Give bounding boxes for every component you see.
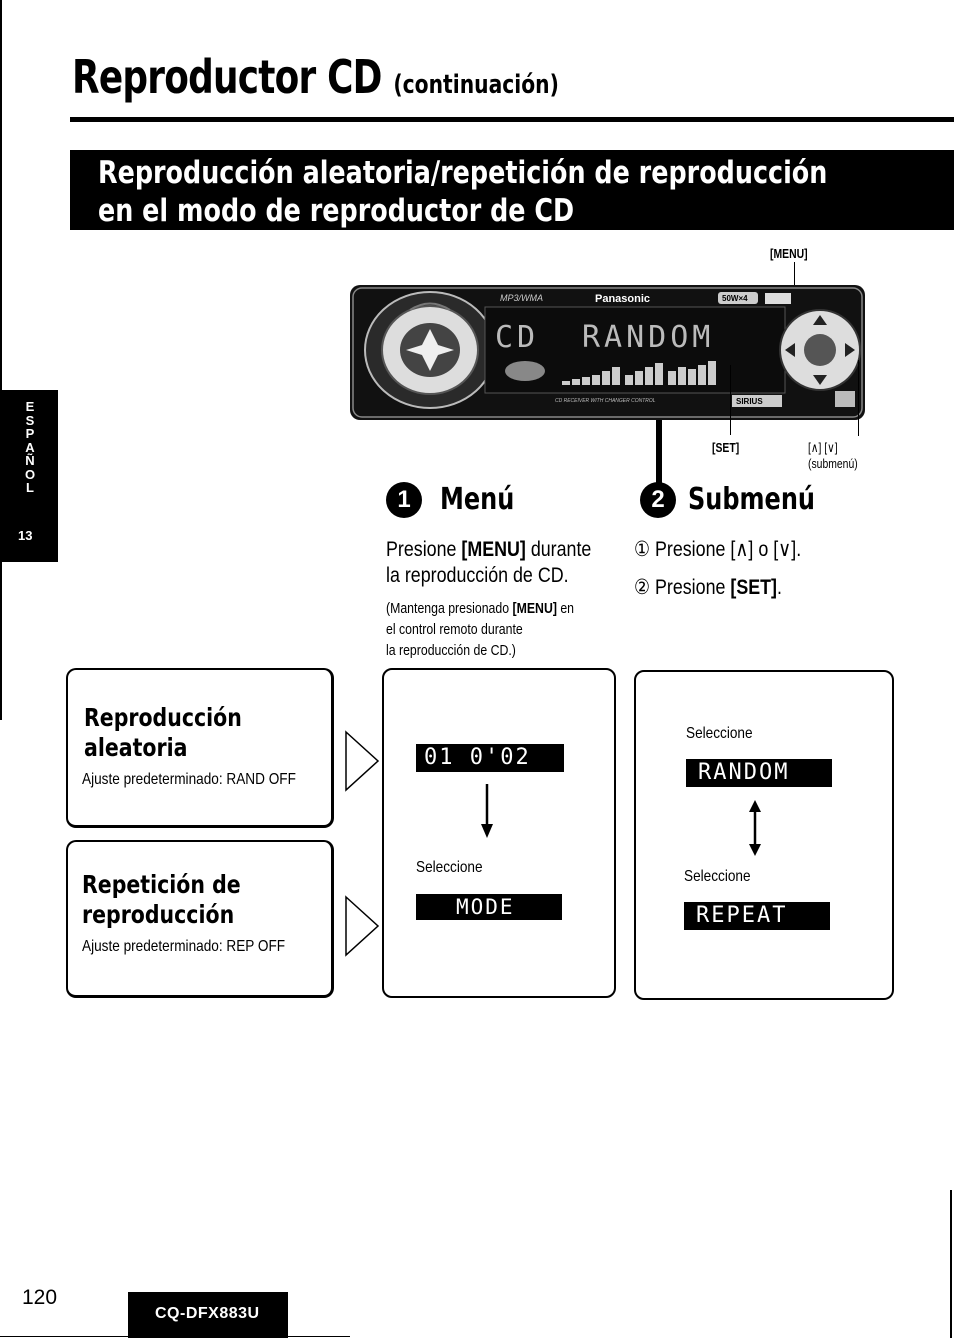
format-logo: MP3/WMA xyxy=(500,293,543,303)
power-badge: 50W×4 xyxy=(722,294,748,303)
title-divider xyxy=(70,117,954,122)
submenu-updown-arrow-icon xyxy=(749,800,761,856)
step-1-instruction: Presione [MENU] durante la reproducción … xyxy=(386,538,592,587)
up-arrow-icon xyxy=(813,315,827,325)
mode-random-title: Reproducción aleatoria xyxy=(84,703,242,762)
submenu-lcd-random: RANDOM xyxy=(686,759,832,787)
mode-repeat-title: Repetición de reproducción xyxy=(82,870,241,929)
arrows-callout-line xyxy=(858,360,859,436)
footer-rule xyxy=(0,1336,350,1337)
step-1-title: Menú xyxy=(440,482,515,517)
submenu-select-label-bottom: Seleccione xyxy=(684,868,751,885)
spectrum-analyzer xyxy=(562,361,716,385)
left-margin-line xyxy=(0,0,2,720)
step-2-instruction-1: ① Presione [∧] o [∨]. xyxy=(634,538,802,561)
step-1-note: (Mantenga presionado [MENU] en el contro… xyxy=(386,600,575,659)
submenu-lcd-repeat: REPEAT xyxy=(684,902,830,930)
pointer-random-icon xyxy=(345,730,380,792)
sirius-badge: SIRIUS xyxy=(736,397,763,406)
language-tab xyxy=(0,390,58,562)
step-connector xyxy=(656,420,662,498)
set-callout-label: [SET] xyxy=(712,440,740,455)
down-arrow-icon xyxy=(813,375,827,385)
menu-lcd-time: 01 0'02 xyxy=(416,744,564,772)
mode-box-random xyxy=(66,668,334,828)
menu-callout-line xyxy=(794,262,795,300)
submenu-select-label-top: Seleccione xyxy=(686,725,753,742)
right-margin-line xyxy=(950,1190,952,1338)
step-2-number-icon: 2 xyxy=(640,482,676,518)
arrows-callout-label: [∧] [∨] (submenú) xyxy=(808,440,858,471)
menu-panel xyxy=(382,668,616,998)
section-heading: Reproducción aleatoria/repetición de rep… xyxy=(98,155,828,229)
step-2-title: Submenú xyxy=(688,482,816,517)
page-number: 120 xyxy=(22,1286,58,1309)
set-callout-line xyxy=(730,365,731,435)
display-main-text: RANDOM xyxy=(582,320,714,355)
right-arrow-icon xyxy=(845,343,855,357)
menu-down-arrow-icon xyxy=(481,784,493,838)
menu-lcd-mode: MODE xyxy=(416,894,562,920)
brand-logo: Panasonic xyxy=(595,293,650,305)
language-tab-letters: E S P A Ñ O L xyxy=(24,399,36,495)
model-tab xyxy=(128,1292,288,1338)
left-arrow-icon xyxy=(785,343,795,357)
language-tab-page: 13 xyxy=(18,528,33,543)
set-button xyxy=(804,334,836,366)
submenu-panel xyxy=(634,670,894,1000)
section-banner xyxy=(70,150,954,230)
display-source: CD xyxy=(495,320,539,355)
sound-logo xyxy=(505,361,545,381)
menu-select-label: Seleccione xyxy=(416,859,483,876)
page-title-suffix: (continuación) xyxy=(393,70,559,100)
knob-star-icon xyxy=(406,329,454,371)
step-2-instruction-2: ② Presione [SET]. xyxy=(634,576,782,599)
model-caption: CD RECEIVER WITH CHANGER CONTROL xyxy=(555,398,656,404)
model-name: CQ-DFX883U xyxy=(155,1305,260,1322)
menu-callout-label: [MENU] xyxy=(770,246,808,261)
car-stereo-faceplate: MP3/WMA Panasonic 50W×4 CD RANDOM CD REC… xyxy=(350,285,865,420)
pointer-repeat-icon xyxy=(345,895,380,957)
mode-box-repeat xyxy=(66,840,334,998)
step-1-number-icon: 1 xyxy=(386,482,422,518)
mode-repeat-default: Ajuste predeterminado: REP OFF xyxy=(82,938,286,955)
mode-random-default: Ajuste predeterminado: RAND OFF xyxy=(82,771,296,788)
menu-button xyxy=(765,293,791,304)
page-title: Reproductor CD (continuación) xyxy=(72,50,559,104)
